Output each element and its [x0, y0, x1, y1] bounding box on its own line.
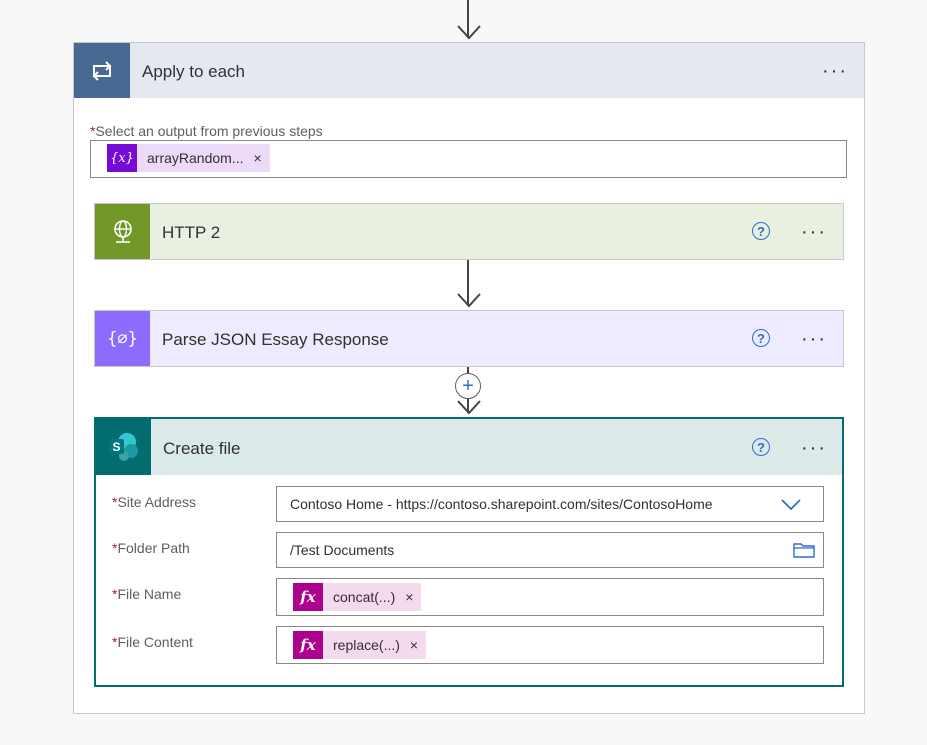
required-marker: * — [112, 634, 118, 650]
file-content-label: *File Content — [112, 634, 193, 650]
replace-token[interactable]: fx replace(...) × — [293, 631, 427, 659]
folder-path-label-text: Folder Path — [117, 540, 190, 556]
file-name-label: *File Name — [112, 586, 181, 602]
http-more-button[interactable]: ··· — [801, 221, 827, 243]
concat-token[interactable]: fx concat(...) × — [293, 583, 422, 611]
file-name-label-text: File Name — [117, 586, 182, 602]
apply-to-each-more-button[interactable]: ··· — [822, 60, 848, 82]
parse-json-help-icon[interactable]: ? — [752, 329, 770, 347]
site-address-value: Contoso Home - https://contoso.sharepoin… — [290, 496, 713, 512]
parse-json-card[interactable]: {∅} Parse JSON Essay Response ? ··· — [94, 310, 844, 367]
concat-token-remove-button[interactable]: × — [405, 589, 414, 605]
create-file-title: Create file — [163, 439, 241, 458]
create-file-more-button[interactable]: ··· — [801, 437, 827, 459]
function-icon: fx — [293, 631, 323, 659]
required-marker: * — [90, 123, 96, 139]
file-content-label-text: File Content — [117, 634, 193, 650]
http-help-icon[interactable]: ? — [752, 222, 770, 240]
create-file-help-icon[interactable]: ? — [752, 438, 770, 456]
variable-icon: {x} — [107, 144, 137, 172]
sharepoint-icon: S — [96, 419, 151, 475]
site-address-label-text: Site Address — [117, 494, 197, 510]
apply-to-each-title: Apply to each — [142, 62, 246, 81]
insert-step-button[interactable]: + — [455, 373, 481, 399]
loop-icon — [74, 43, 130, 98]
required-marker: * — [112, 494, 118, 510]
select-output-label: *Select an output from previous steps — [90, 123, 323, 139]
create-file-header[interactable]: S Create file ? ··· — [96, 419, 842, 475]
folder-icon[interactable] — [793, 542, 815, 558]
http-action-card[interactable]: HTTP 2 ? ··· — [94, 203, 844, 260]
select-output-input[interactable]: {x} arrayRandom... × — [90, 140, 847, 178]
site-address-label: *Site Address — [112, 494, 196, 510]
connector-arrow-2-icon — [457, 400, 481, 415]
parse-json-icon: {∅} — [95, 311, 150, 366]
file-name-input[interactable]: fx concat(...) × — [276, 578, 824, 616]
folder-path-input[interactable]: /Test Documents — [276, 532, 824, 568]
apply-to-each-header[interactable]: Apply to each ··· — [74, 43, 864, 98]
globe-icon — [95, 204, 150, 259]
required-marker: * — [112, 586, 118, 602]
http-action-title: HTTP 2 — [162, 223, 221, 242]
connector-arrow-1-icon — [457, 293, 481, 308]
required-marker: * — [112, 540, 118, 556]
folder-path-label: *Folder Path — [112, 540, 190, 556]
select-output-label-text: Select an output from previous steps — [95, 123, 323, 139]
folder-path-value: /Test Documents — [290, 542, 395, 558]
replace-token-remove-button[interactable]: × — [409, 637, 419, 653]
concat-token-text: concat(...) — [333, 589, 396, 605]
file-content-input[interactable]: fx replace(...) × — [276, 626, 824, 664]
function-icon: fx — [293, 583, 323, 611]
create-file-card: S Create file ? ··· *Site Address Contos… — [94, 417, 844, 687]
sharepoint-icon-letter: S — [112, 440, 120, 454]
parse-json-more-button[interactable]: ··· — [801, 328, 827, 350]
site-address-dropdown[interactable]: Contoso Home - https://contoso.sharepoin… — [276, 486, 824, 522]
replace-token-text: replace(...) — [333, 637, 400, 653]
connector-line-1 — [467, 260, 469, 306]
array-token[interactable]: {x} arrayRandom... × — [107, 144, 270, 172]
parse-json-title: Parse JSON Essay Response — [162, 330, 389, 349]
array-token-text: arrayRandom... — [147, 150, 244, 166]
top-connector-arrow-icon — [457, 25, 481, 40]
array-token-remove-button[interactable]: × — [253, 150, 262, 166]
chevron-down-icon — [781, 499, 801, 511]
top-connector-line — [467, 0, 469, 38]
